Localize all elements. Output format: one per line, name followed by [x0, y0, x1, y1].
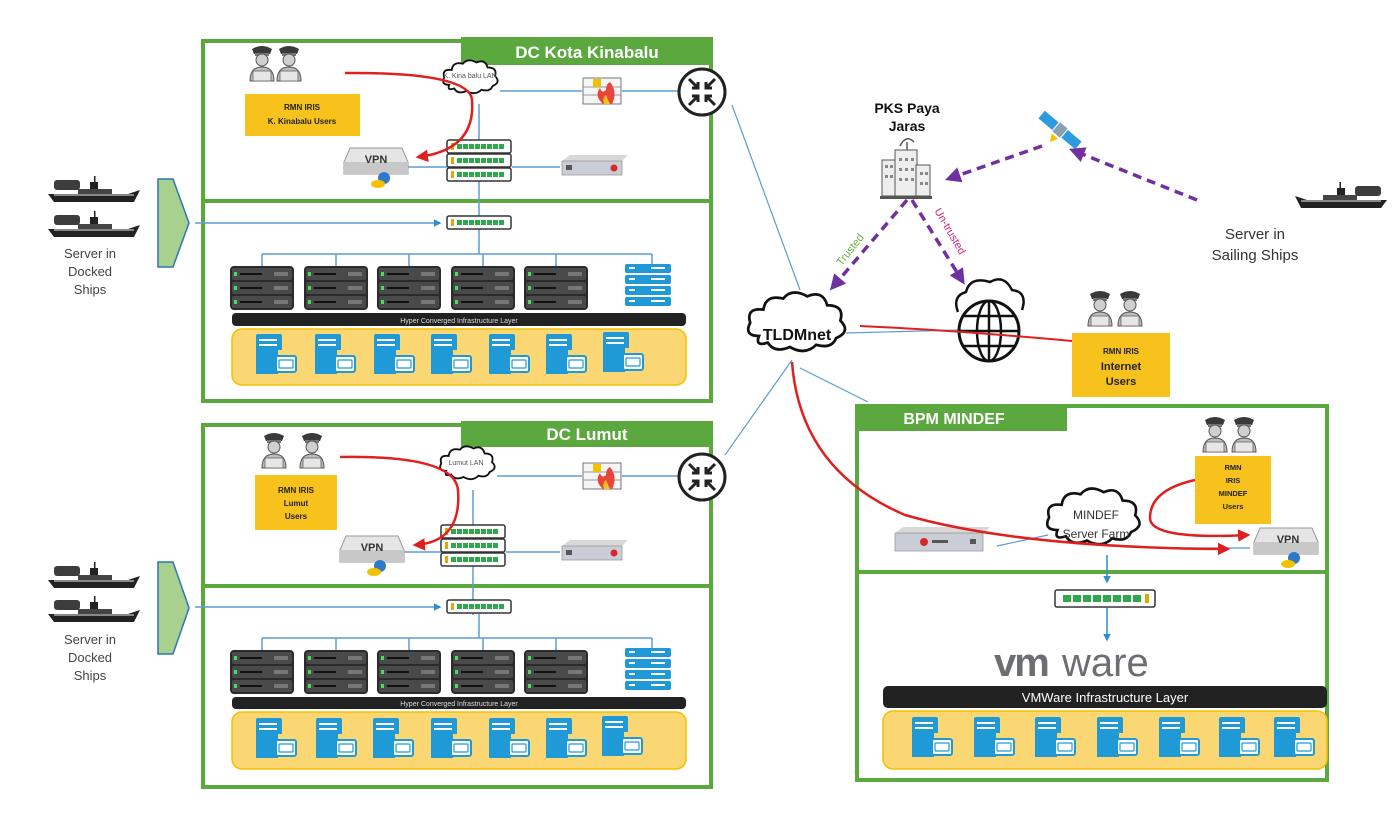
pks-paya-jaras: PKS Paya Jaras	[874, 100, 940, 199]
kk-core-switch-icon	[446, 139, 512, 182]
bpm-header	[857, 404, 1067, 431]
lumut-users-line1: RMN IRIS	[278, 486, 315, 495]
bpm-users-line3: MINDEF	[1219, 489, 1248, 498]
internet-globe-icon	[955, 278, 1025, 363]
internet-users-line3: Users	[1106, 376, 1137, 388]
lumut-appliance-icon	[561, 539, 629, 561]
lumut-server-5	[524, 650, 588, 694]
docked-ships-bottom-chevron	[157, 561, 190, 655]
dc-lumut-title: DC Lumut	[546, 425, 628, 444]
internet-users-line1: RMN IRIS	[1103, 347, 1140, 356]
vmware-layer-bar	[883, 686, 1327, 708]
server-farm-line2: Server Farm	[1063, 527, 1130, 541]
ship-to-satellite-link	[1069, 147, 1198, 202]
vmware-layer-label: VMWare Infrastructure Layer	[1022, 690, 1189, 705]
lumut-hci-layer-label: Hyper Converged Infrastructure Layer	[400, 701, 518, 708]
server-farm-line1: MINDEF	[1073, 508, 1119, 522]
dc-lumut-header	[461, 421, 713, 447]
lumut-core-switch-icon	[440, 524, 506, 567]
sailing-line2: Sailing Ships	[1212, 247, 1299, 264]
kk-server-2	[304, 266, 368, 310]
dc-kota-kinabalu: DC Kota Kinabalu RMN IRIS K. Kinabalu Us…	[195, 37, 727, 403]
docked-ships-top-line3: Ships	[74, 282, 107, 297]
vmware-logo-ware: ware	[1061, 641, 1149, 685]
dc-kk-title: DC Kota Kinabalu	[515, 43, 659, 62]
trusted-label: Trusted	[835, 232, 867, 268]
lumut-users-box	[255, 475, 337, 530]
docked-ships-bottom-line2: Docked	[68, 650, 112, 665]
bpm-users-line2: IRIS	[1226, 476, 1241, 485]
satellite-icon	[1038, 110, 1082, 150]
kk-server-5	[524, 266, 588, 310]
vmware-logo-vm: vm	[994, 641, 1048, 685]
internet-users: RMN IRIS Internet Users	[1072, 290, 1170, 397]
bpm-users-line4: Users	[1223, 502, 1244, 511]
kk-hci-layer-label: Hyper Converged Infrastructure Layer	[400, 318, 518, 325]
kk-router-icon	[677, 67, 727, 117]
lumut-user-vpn-flow	[339, 455, 460, 551]
kk-server-1	[230, 266, 294, 310]
lumut-users-line2: Lumut	[284, 499, 309, 508]
lumut-access-switch-icon	[446, 599, 512, 614]
satellite-to-pks-link	[945, 144, 1043, 183]
lumut-server-4	[451, 650, 515, 694]
kk-hci-layer-bar	[232, 313, 686, 326]
untrusted-label: Un-trusted	[932, 206, 968, 256]
pks-line2: Jaras	[889, 118, 926, 134]
kk-vpn-label: VPN	[365, 154, 388, 166]
dc-kk-header	[461, 37, 713, 65]
kk-users-line2: K. Kinabalu Users	[268, 117, 337, 126]
kk-lan-label: K. Kina balu LAN	[443, 73, 496, 80]
satellite-links	[829, 144, 1198, 291]
bpm-title: BPM MINDEF	[903, 411, 1005, 428]
internet-users-tldmnet-flow	[859, 325, 1073, 342]
internet-users-line2: Internet	[1101, 361, 1142, 373]
internet-users-box	[1072, 333, 1170, 397]
bpm-users-line1: RMN	[1224, 463, 1241, 472]
bpm-appliance-icon	[894, 527, 990, 552]
kk-user-vpn-flow	[344, 71, 474, 163]
kk-firewall-icon	[582, 77, 622, 105]
lumut-server-2	[304, 650, 368, 694]
lumut-firewall-icon	[582, 462, 622, 490]
dc-lumut: DC Lumut RMN IRIS Lumut Users Lumut LAN	[195, 421, 727, 789]
lumut-vpn-label: VPN	[361, 542, 384, 554]
docked-ships-bottom: Server in Docked Ships	[48, 561, 190, 683]
lumut-users-line3: Users	[285, 512, 308, 521]
sailing-line1: Server in	[1225, 226, 1285, 243]
kk-server-4	[451, 266, 515, 310]
kk-users-box	[245, 94, 360, 136]
tldmnet-label: TLDMnet	[763, 327, 832, 344]
kk-appliance-icon	[561, 154, 629, 176]
mindef-users-vpn-flow	[1148, 478, 1251, 542]
ground-station-building-icon	[880, 138, 932, 199]
docked-ships-top-chevron	[157, 178, 190, 268]
kk-users-line1: RMN IRIS	[284, 103, 321, 112]
lumut-server-3	[377, 650, 441, 694]
pks-to-internet-untrusted-link	[910, 199, 965, 285]
bpm-users-box	[1195, 456, 1271, 524]
docked-ships-top-line2: Docked	[68, 264, 112, 279]
pks-line1: PKS Paya	[874, 100, 940, 116]
vmware-logo: vm ware	[994, 641, 1149, 685]
docked-ships-bottom-line3: Ships	[74, 668, 107, 683]
tldmnet-to-mindef-vpn-flow	[790, 361, 1231, 556]
bpm-vpn-label: VPN	[1277, 534, 1300, 546]
lumut-server-1	[230, 650, 294, 694]
lumut-lan-label: Lumut LAN	[448, 460, 483, 467]
pks-to-tldmnet-trusted-link	[829, 198, 909, 291]
bpm-switch-icon	[1054, 589, 1156, 608]
sailing-ships: Server in Sailing Ships	[1212, 182, 1387, 264]
docked-ships-top: Server in Docked Ships	[48, 176, 190, 297]
kk-access-switch-icon	[446, 215, 512, 230]
bpm-mindef: BPM MINDEF RMN IRIS MINDEF Users MINDEF …	[790, 361, 1329, 782]
lumut-hci-layer-bar	[232, 697, 686, 709]
lumut-router-icon	[677, 452, 727, 502]
docked-ships-bottom-line1: Server in	[64, 632, 116, 647]
kk-server-3	[377, 266, 441, 310]
docked-ships-top-line1: Server in	[64, 246, 116, 261]
